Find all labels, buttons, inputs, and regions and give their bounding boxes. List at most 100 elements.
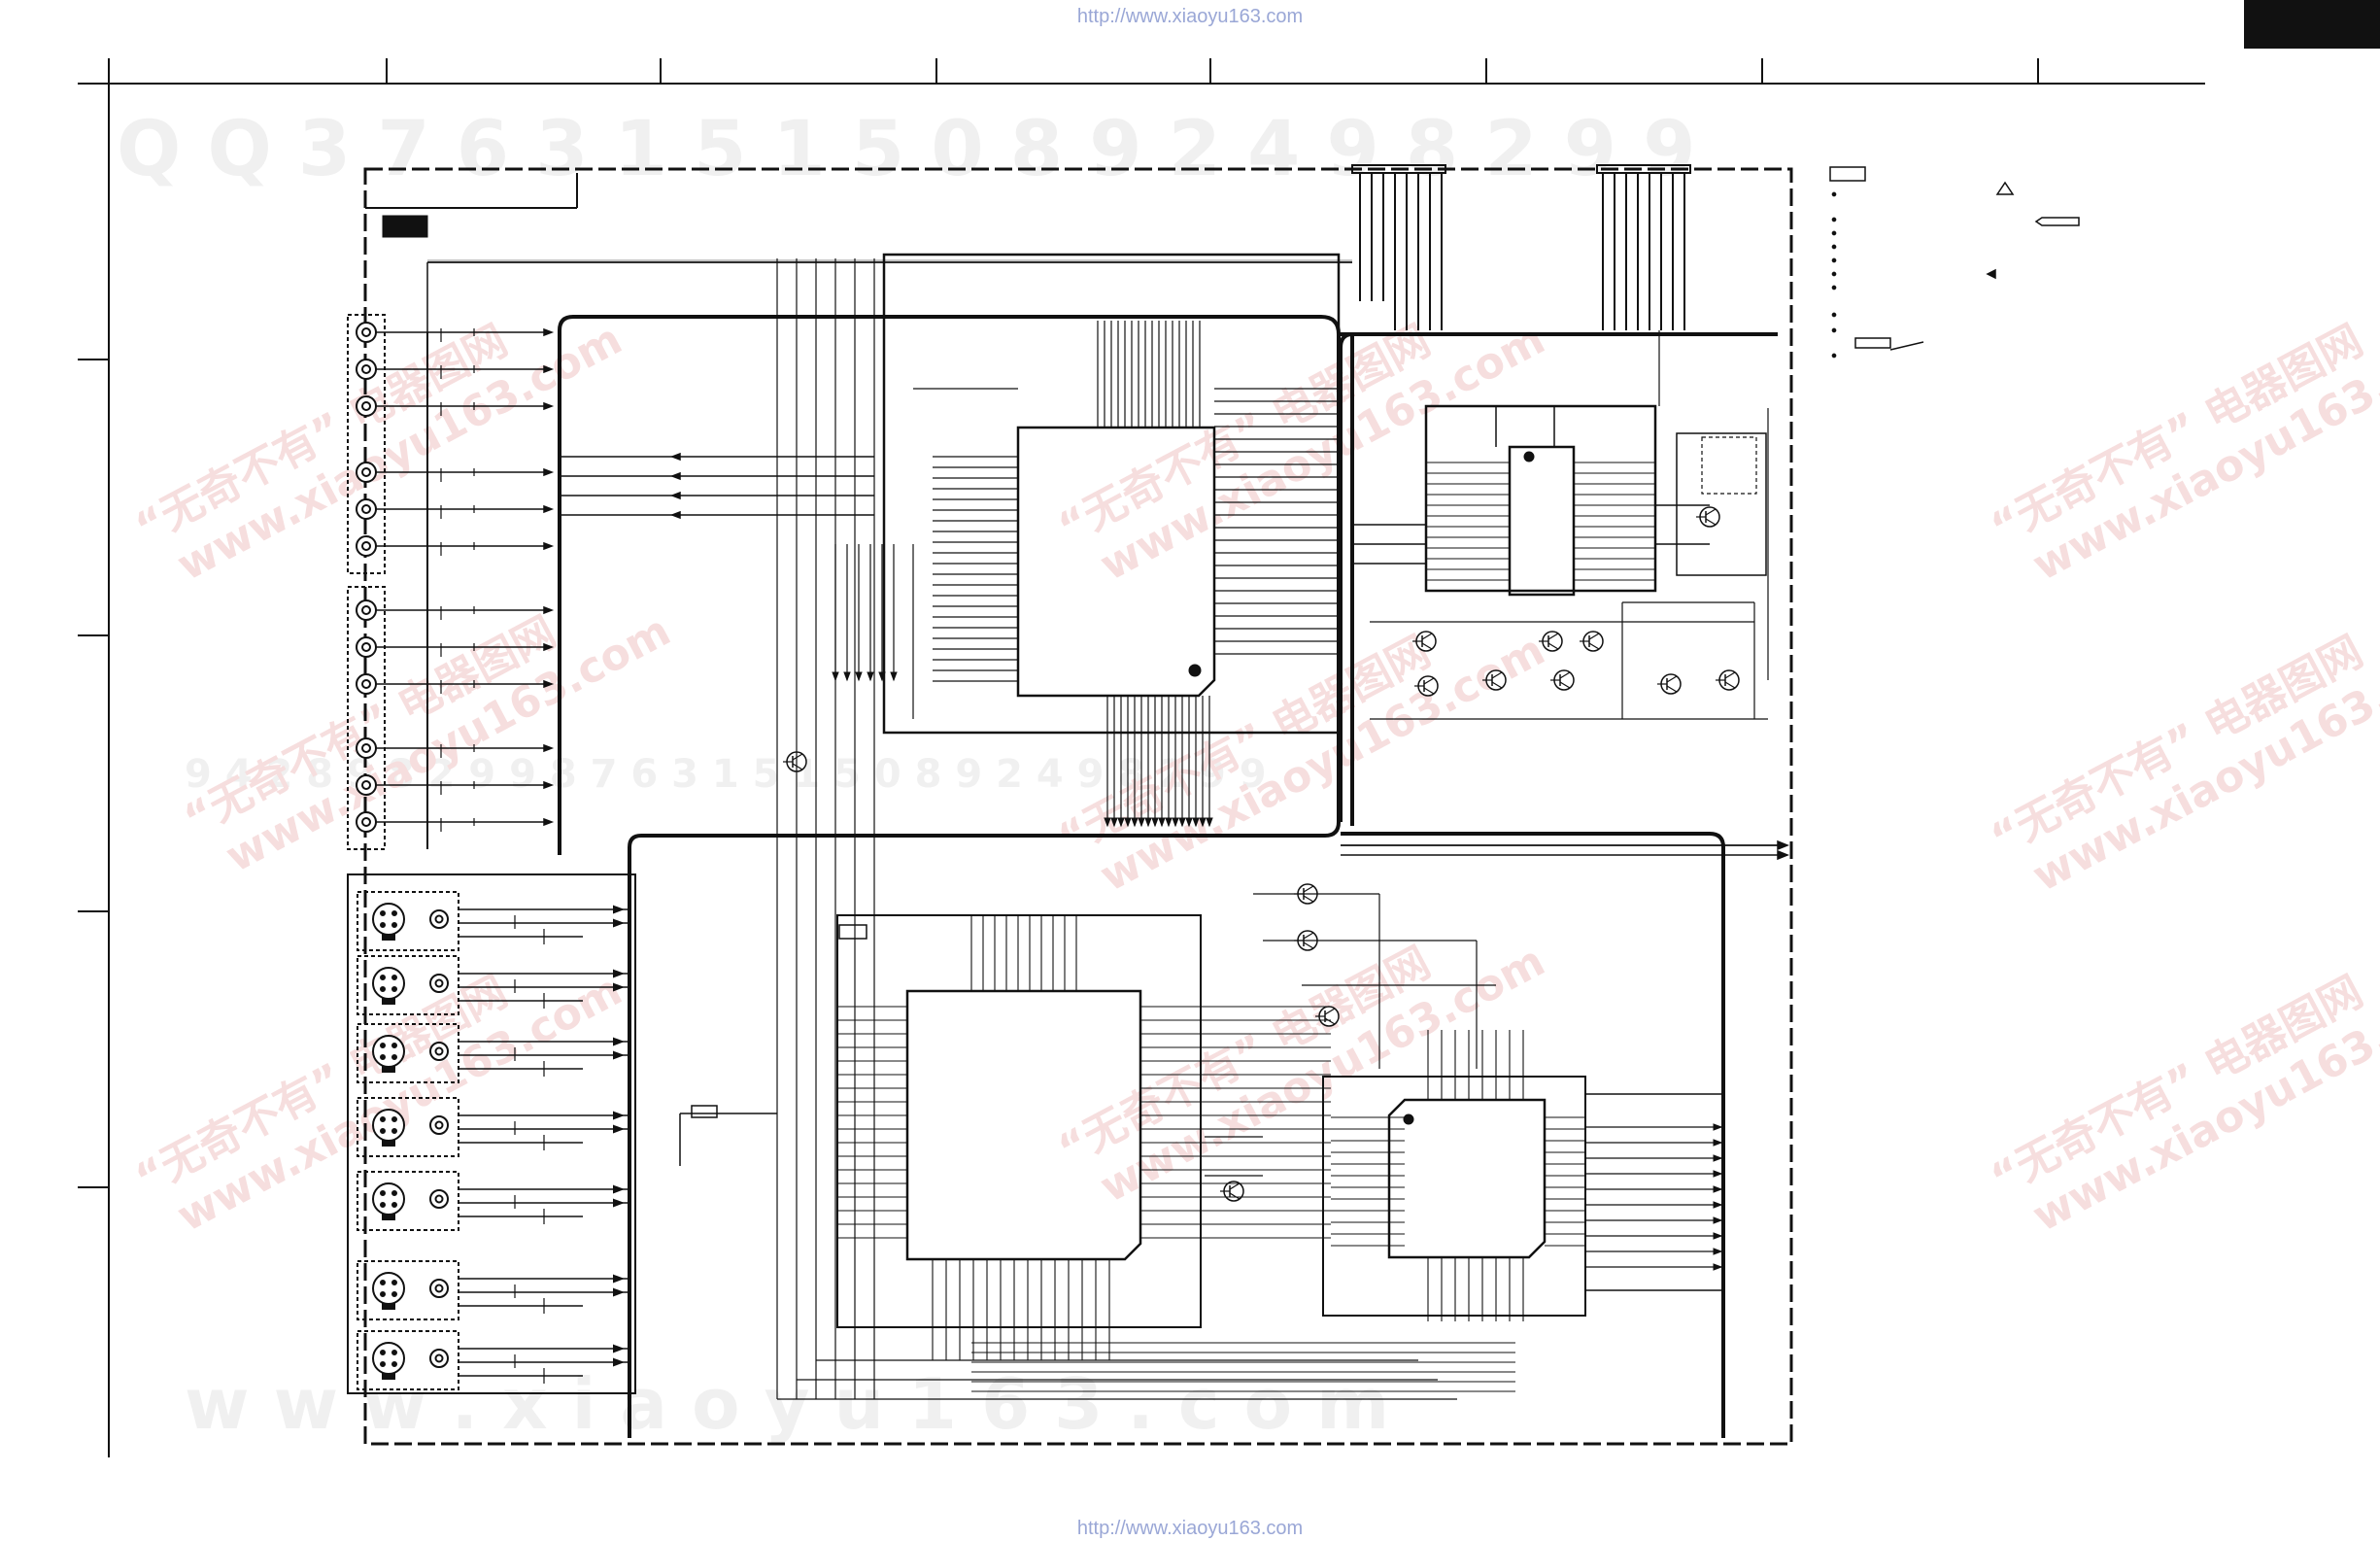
- arrow-head: [1777, 849, 1790, 861]
- arrow-head: [543, 401, 555, 411]
- wire: [1724, 681, 1736, 689]
- arrow-head: [867, 671, 874, 682]
- rca-jack-center: [361, 327, 371, 337]
- transistor: [1696, 506, 1720, 528]
- rca-jack-center: [434, 1046, 444, 1056]
- arrow-head: [543, 780, 555, 790]
- arrow-head: [855, 671, 863, 682]
- arrow-head: [1713, 1201, 1723, 1209]
- svideo-key: [382, 1140, 395, 1147]
- arrow-head: [613, 1357, 625, 1367]
- ic-lower-left: [679, 914, 1331, 1360]
- wire: [1666, 675, 1678, 683]
- board-outline: [363, 167, 1793, 1446]
- transistor-group: [783, 506, 1740, 1202]
- svideo-key: [382, 1373, 395, 1380]
- transistor: [1580, 631, 1604, 652]
- arrow-head: [843, 671, 851, 682]
- arrow-head: [1713, 1185, 1723, 1193]
- svideo-pin: [391, 1190, 397, 1196]
- svideo-pin: [380, 1361, 386, 1367]
- arrow-head: [1713, 1170, 1723, 1178]
- arrow-head: [1138, 817, 1145, 828]
- watermark-qq-row: Q Q 3 7 6 3 1 5 1 5 0 8 9 2 4 9 8 2 9 9: [117, 106, 1695, 193]
- svideo-pin: [380, 1054, 386, 1060]
- arrow-head: [1713, 1139, 1723, 1147]
- arrow-head: [669, 510, 681, 520]
- arrow-head: [613, 1184, 625, 1194]
- wire: [1303, 942, 1314, 949]
- arrow-head: [543, 467, 555, 477]
- jack-housing: [357, 1023, 459, 1083]
- rca-jack-center: [361, 401, 371, 411]
- arrow-head: [1713, 1123, 1723, 1131]
- left-signal-lines: [376, 259, 1352, 849]
- arrow-head: [1713, 1154, 1723, 1162]
- arrow-head: [543, 642, 555, 652]
- arrow-head: [1117, 817, 1125, 828]
- jack-housing: [357, 1260, 459, 1320]
- rca-jack-center: [434, 1353, 444, 1363]
- wire: [1229, 1182, 1241, 1190]
- svideo-key: [382, 1214, 395, 1220]
- arrow-head: [613, 918, 625, 928]
- svideo-pin: [391, 1280, 397, 1285]
- svideo-pin: [391, 1116, 397, 1122]
- wire: [1421, 633, 1433, 640]
- svideo-pin: [380, 1291, 386, 1297]
- arrow-head: [1165, 817, 1173, 828]
- source-url-bottom[interactable]: http://www.xiaoyu163.com: [1076, 1518, 1304, 1539]
- jack-housing: [357, 1171, 459, 1231]
- svideo-jack: [372, 1035, 405, 1068]
- ic-upper-right: [1352, 404, 1767, 597]
- transistor: [1716, 669, 1740, 691]
- wire: [1588, 642, 1600, 650]
- svideo-pin: [380, 1350, 386, 1355]
- transistor: [1482, 669, 1507, 691]
- svideo-key: [382, 1303, 395, 1310]
- rca-jack-center: [361, 817, 371, 827]
- arrow-head: [1178, 817, 1186, 828]
- svideo-pin: [391, 910, 397, 916]
- rca-jack-center: [361, 467, 371, 477]
- arrow-head: [543, 743, 555, 753]
- arrow-head: [1206, 817, 1213, 828]
- transistor: [1539, 631, 1563, 652]
- wire: [1423, 677, 1435, 685]
- arrow-head: [1192, 817, 1200, 828]
- svideo-pin: [391, 1291, 397, 1297]
- wire: [1705, 508, 1717, 516]
- arrow-head: [1151, 817, 1159, 828]
- svideo-pin: [380, 1202, 386, 1208]
- wire: [1559, 681, 1571, 689]
- arrow-head: [543, 504, 555, 514]
- wire: [792, 753, 803, 761]
- top-connector-left: [1351, 164, 1446, 330]
- arrow-head: [878, 671, 886, 682]
- wire: [1588, 633, 1600, 640]
- arrow-head: [1713, 1216, 1723, 1224]
- wire: [1324, 1008, 1336, 1015]
- wire: [1491, 671, 1503, 679]
- rca-jack-center: [361, 642, 371, 652]
- svideo-pin: [391, 922, 397, 928]
- wire: [1324, 1017, 1336, 1025]
- transistor: [1412, 631, 1437, 652]
- source-url-top[interactable]: http://www.xiaoyu163.com: [1076, 6, 1304, 27]
- arrow-head: [1124, 817, 1132, 828]
- arrow-head: [613, 1274, 625, 1284]
- arrow-head: [669, 491, 681, 500]
- svideo-key: [382, 998, 395, 1005]
- svideo-pin: [391, 1350, 397, 1355]
- rca-jack-center: [434, 1194, 444, 1204]
- arrow-head: [1172, 817, 1179, 828]
- wire: [1421, 642, 1433, 650]
- svideo-pin: [380, 1280, 386, 1285]
- svideo-pin: [380, 986, 386, 992]
- arrow-head: [543, 541, 555, 551]
- wire: [1559, 671, 1571, 679]
- jack-housing: [357, 1330, 459, 1390]
- arrow-head: [1199, 817, 1207, 828]
- wire: [1705, 518, 1717, 526]
